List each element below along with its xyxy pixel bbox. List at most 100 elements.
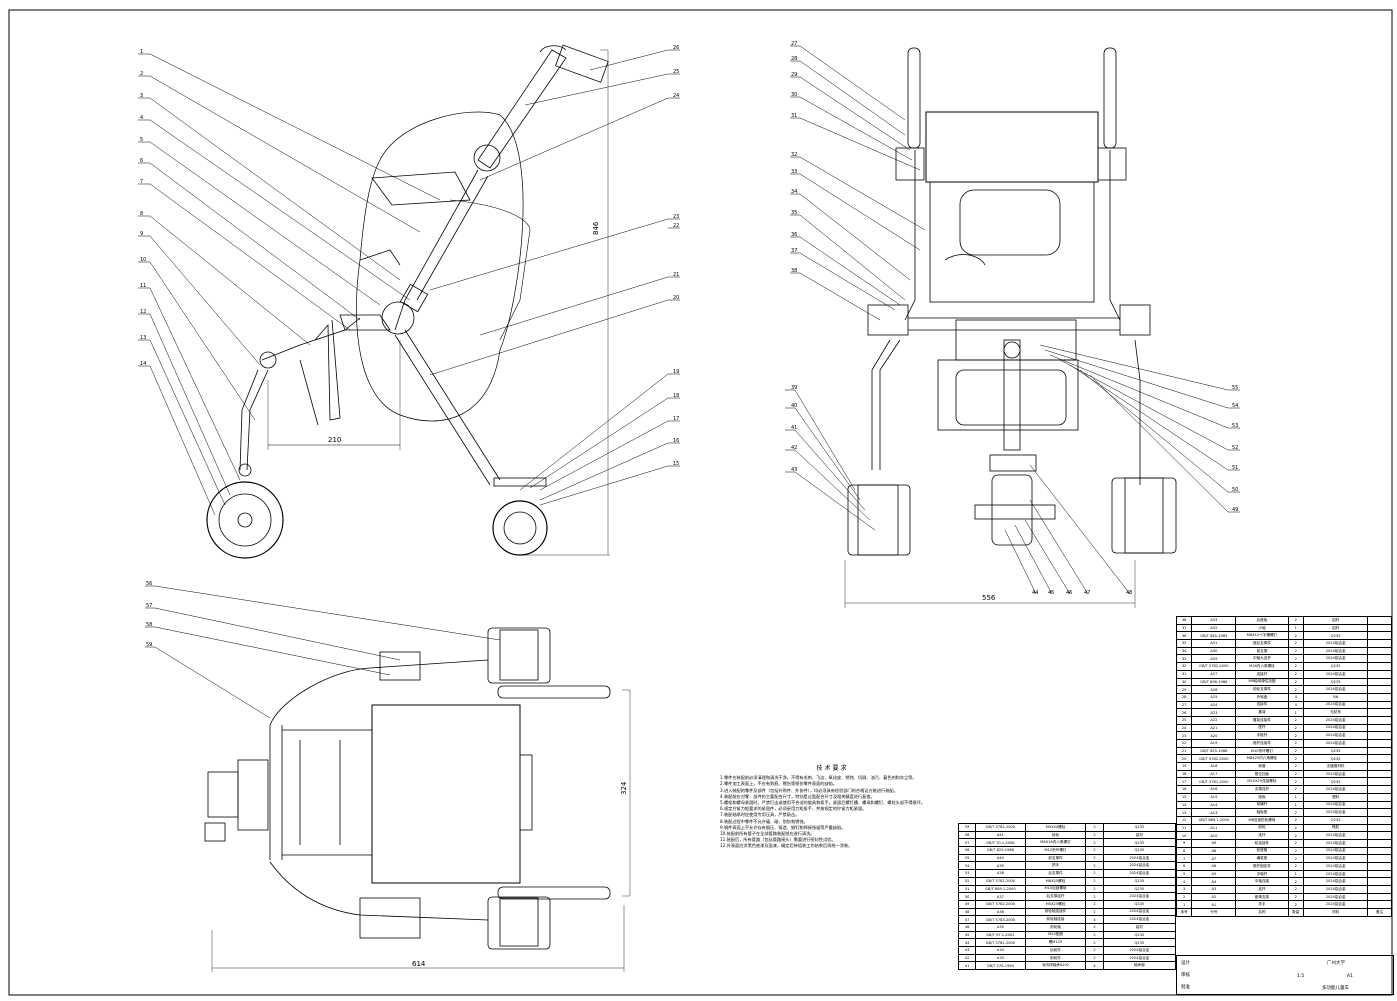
callout-label: 24 xyxy=(673,93,679,99)
bom-cell xyxy=(1367,854,1392,863)
bom-cell: 2024铝合金 xyxy=(1102,892,1177,901)
callout-label: 56 xyxy=(146,581,152,587)
bom-cell xyxy=(1367,769,1392,779)
bom-cell: M5X25螺栓 xyxy=(1024,899,1087,909)
callout-label: 20 xyxy=(673,295,679,301)
bom-cell: A34 xyxy=(975,946,1026,955)
bom-cell: 2 xyxy=(1287,731,1304,740)
bom-cell: 9 xyxy=(1175,838,1193,848)
note-line: 1.零件在装配前必须清理和清洗干净，不得有毛刺、飞边、氧化皮、锈蚀、切屑、油污、… xyxy=(720,775,917,781)
sheet-border xyxy=(8,9,1393,996)
callout-label: 55 xyxy=(1232,385,1238,391)
bom-cell: 31 xyxy=(1175,669,1193,679)
bom-cell: 2 xyxy=(1287,862,1304,871)
bom-cell xyxy=(1367,631,1392,641)
bom-cell: 2024铝合金 xyxy=(1302,700,1369,710)
bom-cell xyxy=(1367,815,1392,825)
bom-cell: 2 xyxy=(1085,930,1104,940)
bom-cell: 2 xyxy=(1085,907,1104,917)
bom-cell: A14 xyxy=(1191,800,1237,810)
bom-cell: A27 xyxy=(1191,669,1237,679)
bom-cell: 2 xyxy=(1287,662,1304,671)
bom-cell: A20 xyxy=(1191,731,1237,740)
bom-cell: 1 xyxy=(1175,900,1193,910)
callout-label: 58 xyxy=(146,622,152,628)
bom-cell: A18 xyxy=(1191,762,1237,771)
bom-cell: 33 xyxy=(1175,654,1193,664)
bom-cell: M8自锁防松螺母 xyxy=(1235,815,1289,825)
bom-cell: A15 xyxy=(1191,792,1237,802)
bom-cell: 2 xyxy=(1085,823,1104,832)
bom-cell: 36 xyxy=(1175,631,1193,641)
callout-label: 30 xyxy=(791,92,797,98)
bom-cell: Q235 xyxy=(1302,662,1369,671)
callout-label: 44 xyxy=(1032,590,1038,596)
bom-cell xyxy=(1367,777,1392,787)
bom-cell: 4 xyxy=(1175,877,1193,887)
bom-cell: 23 xyxy=(1175,731,1193,740)
bom-cell: 前支撑件 xyxy=(1024,853,1087,863)
bom-cell: 座杆 xyxy=(1235,723,1289,733)
bom-cell: 2 xyxy=(1085,899,1104,909)
bom-cell: 47 xyxy=(957,915,977,924)
bom-cell: 2 xyxy=(1287,685,1304,694)
bom-cell: 2 xyxy=(1287,654,1304,664)
bom-cell: 外转盘 xyxy=(1235,692,1289,702)
bom-cell: 1 xyxy=(1287,623,1304,633)
callout-label: 53 xyxy=(1232,423,1238,429)
bom-cell: 2 xyxy=(1287,754,1304,764)
bom-cell xyxy=(1367,823,1392,833)
title-designer: 设计 xyxy=(1181,961,1190,966)
callout-label: 11 xyxy=(140,283,146,289)
bom-cell xyxy=(1367,892,1392,902)
bom-cell: 2024铝合金 xyxy=(1302,862,1369,871)
bom-cell: 轮连接件 xyxy=(1235,838,1289,848)
bom-cell: 前轮件 xyxy=(1024,953,1087,963)
bom-cell xyxy=(1367,754,1392,764)
bom-cell: GB/T 896-1986 xyxy=(1191,677,1237,687)
bom-cell: A33 xyxy=(975,953,1026,963)
bom-cell xyxy=(1367,762,1392,771)
bom-cell: 深沟球轴承6202 xyxy=(1024,961,1087,971)
bom-cell: M5X40螺栓 xyxy=(1024,823,1087,832)
bom-cell: Q235 xyxy=(1302,677,1369,687)
bom-cell: 座后支撑件 xyxy=(1235,639,1289,648)
bom-cell: 前支撑 xyxy=(1235,646,1289,656)
note-line: 9.钢件表面上不允许存有锻压、铸造、铆钉和焊接残留等严重缺陷。 xyxy=(720,824,846,830)
bom-cell: 2 xyxy=(1085,892,1104,901)
bom-cell: 56 xyxy=(957,846,977,855)
bom-cell: 10 xyxy=(1175,831,1193,840)
callout-label: 22 xyxy=(673,223,679,229)
callout-label: 4 xyxy=(140,115,143,121)
callout-label: 15 xyxy=(673,461,679,467)
bom-cell: 30 xyxy=(1175,677,1193,687)
dim-846: 846 xyxy=(592,221,600,235)
bom-cell: 59 xyxy=(957,823,977,832)
bom-cell: A19 xyxy=(1191,739,1237,748)
callout-label: 36 xyxy=(791,232,797,238)
callout-label: 26 xyxy=(673,45,679,51)
bom-cell: A33 xyxy=(1191,616,1237,625)
bom-cell: 11 xyxy=(1175,823,1193,833)
bom-cell xyxy=(1367,669,1392,679)
callout-label: 13 xyxy=(140,335,146,341)
bom-cell xyxy=(1367,877,1392,887)
